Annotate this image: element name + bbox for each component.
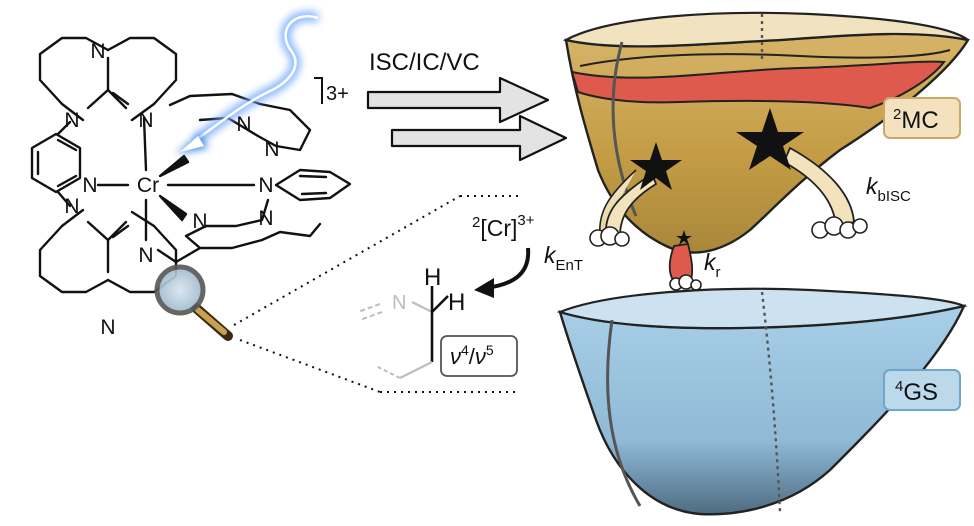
complex-bracket <box>314 77 323 104</box>
excited-star-icons <box>630 108 804 245</box>
magnifier-icon <box>154 264 233 341</box>
vibration-box <box>440 335 518 377</box>
energy-transfer-arrow <box>474 247 531 298</box>
process-label: ISC/IC/VC <box>369 49 480 76</box>
fragment-h1: H <box>424 264 441 291</box>
atom-n: N <box>64 109 79 132</box>
rate-bisc: kbISC <box>866 173 911 205</box>
fragment-h2: H <box>448 289 465 316</box>
zoom-lines <box>233 195 520 393</box>
excited-state-label: 2MC <box>893 106 939 134</box>
ground-state-label: 4GS <box>895 378 938 406</box>
atom-n: N <box>258 174 273 197</box>
atom-n: N <box>192 210 207 233</box>
chromium-complex <box>30 36 352 294</box>
fragment-n: N <box>392 292 406 314</box>
atom-n: N <box>264 138 279 161</box>
atom-n: N <box>236 113 251 136</box>
isc-arrows <box>366 76 568 162</box>
atom-n: N <box>90 40 105 63</box>
metal-label: Cr <box>137 174 159 197</box>
vibration-label: ν4/ν5 <box>450 342 494 369</box>
atom-n: N <box>82 174 97 197</box>
atom-n: N <box>138 244 153 267</box>
atom-n: N <box>258 207 273 230</box>
relaxation-trails <box>598 146 855 285</box>
atom-labels: N N N N N N N N N N N N Cr 3+ <box>64 40 348 339</box>
excitation-arrow <box>176 11 320 154</box>
atom-n: N <box>138 109 153 132</box>
ligand-fragment <box>357 286 449 379</box>
quencher-label: 2[Cr]3+ <box>472 212 535 241</box>
rate-ent: kEnT <box>544 242 583 274</box>
ground-state-box <box>883 369 961 411</box>
clouds <box>589 216 868 291</box>
atom-n: N <box>64 195 79 218</box>
ground-state-surface <box>556 287 968 516</box>
complex-charge: 3+ <box>326 83 349 105</box>
excited-state-box <box>883 97 961 139</box>
rate-r: kr <box>704 249 721 281</box>
atom-n: N <box>100 316 115 339</box>
